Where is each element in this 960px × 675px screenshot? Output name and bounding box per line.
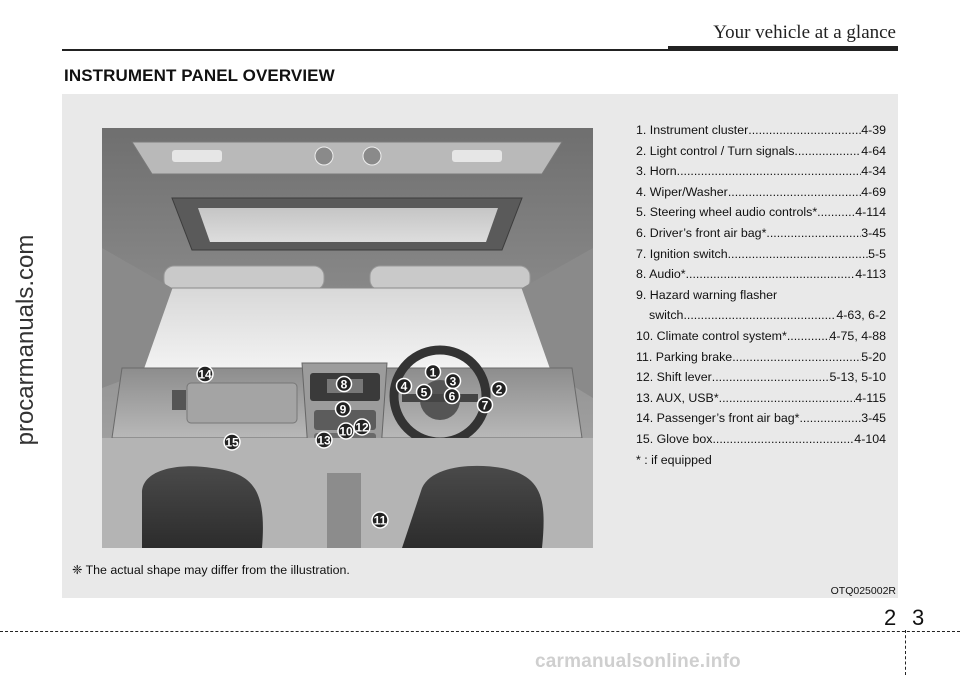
- list-item: 3. Horn ................................…: [636, 164, 886, 179]
- callout-9: 9: [334, 400, 352, 418]
- page-divider: [905, 630, 906, 675]
- list-item: 2. Light control / Turn signals ........…: [636, 143, 886, 158]
- side-vent: [172, 390, 186, 410]
- image-code: OTQ025002R: [830, 585, 896, 597]
- list-item: 10. Climate control system* ............…: [636, 328, 886, 343]
- list-item: 13. AUX, USB* ..........................…: [636, 390, 886, 405]
- svg-text:3: 3: [450, 375, 457, 389]
- car-interior-drawing: 1 2 3 4 5 6 7 8 9 10 11 12 13 14 15: [102, 128, 593, 548]
- footer-rule: [0, 631, 960, 632]
- illustration-note: ❈ The actual shape may differ from the i…: [72, 563, 350, 577]
- svg-text:11: 11: [374, 514, 387, 528]
- footer-watermark: carmanualsonline.info: [535, 651, 741, 672]
- footnote: * : if equipped: [636, 452, 712, 467]
- callout-1: 1: [424, 363, 442, 381]
- list-item: 8. Audio* ..............................…: [636, 267, 886, 282]
- driver-seat: [402, 465, 544, 548]
- dome-light-right: [362, 146, 382, 166]
- glove-box-area: [186, 382, 298, 424]
- callout-12: 12: [353, 418, 371, 436]
- component-list: 1. Instrument cluster...................…: [636, 120, 886, 470]
- sun-visor-left: [163, 265, 325, 291]
- callout-markers: 1 2 3 4 5 6 7 8 9 10 11 12 13 14 15: [196, 363, 508, 529]
- callout-5: 5: [415, 383, 433, 401]
- callout-6: 6: [443, 387, 461, 405]
- list-item: 7. Ignition switch......................…: [636, 246, 886, 261]
- svg-text:5: 5: [421, 386, 428, 400]
- callout-4: 4: [395, 377, 413, 395]
- svg-text:9: 9: [340, 403, 347, 417]
- svg-text:4: 4: [401, 380, 408, 394]
- svg-text:2: 2: [496, 383, 503, 397]
- passenger-seat: [142, 466, 263, 548]
- svg-text:15: 15: [225, 436, 239, 450]
- callout-15: 15: [223, 433, 241, 451]
- callout-8: 8: [335, 375, 353, 393]
- list-item: 1. Instrument cluster...................…: [636, 123, 886, 137]
- callout-2: 2: [490, 380, 508, 398]
- overhead-console: [131, 141, 563, 175]
- svg-text:14: 14: [198, 368, 212, 382]
- instrument-panel-illustration: 1 2 3 4 5 6 7 8 9 10 11 12 13 14 15: [102, 128, 593, 548]
- svg-text:10: 10: [339, 425, 353, 439]
- sunroof-glass: [198, 208, 498, 242]
- header-rule: [62, 49, 898, 51]
- page-number: 3: [912, 605, 925, 630]
- header-rule-accent: [668, 46, 898, 51]
- svg-text:8: 8: [341, 378, 348, 392]
- windshield: [141, 287, 553, 374]
- callout-3: 3: [444, 372, 462, 390]
- list-item: 9. Hazard warning flasher switch .......…: [636, 287, 886, 323]
- a-pillar-right: [522, 248, 593, 398]
- svg-text:1: 1: [430, 366, 437, 380]
- list-item: 4. Wiper/Washer.........................…: [636, 184, 886, 199]
- list-item: 15. Glove box ..........................…: [636, 431, 886, 446]
- list-item: 6. Driver’s front air bag* .............…: [636, 225, 886, 240]
- list-item: 14. Passenger’s front air bag* .........…: [636, 411, 886, 426]
- callout-14: 14: [196, 365, 214, 383]
- a-pillar-left: [102, 248, 172, 388]
- callout-11: 11: [371, 511, 389, 529]
- list-item: 11. Parking brake ......................…: [636, 349, 886, 364]
- svg-text:13: 13: [317, 434, 331, 448]
- svg-text:7: 7: [482, 399, 489, 413]
- center-console: [327, 473, 361, 548]
- callout-10: 10: [337, 422, 355, 440]
- svg-text:6: 6: [449, 390, 456, 404]
- list-item: 12. Shift lever ........................…: [636, 370, 886, 385]
- header-title: Your vehicle at a glance: [713, 22, 896, 43]
- sun-visor-right: [369, 265, 531, 291]
- section-number: 2: [884, 605, 897, 630]
- callout-13: 13: [315, 431, 333, 449]
- callout-7: 7: [476, 396, 494, 414]
- map-lamp-left: [172, 150, 222, 162]
- map-lamp-right: [452, 150, 502, 162]
- list-item: 5. Steering wheel audio controls* ......…: [636, 205, 886, 220]
- svg-text:12: 12: [355, 421, 369, 435]
- side-watermark: procarmanuals.com: [12, 234, 39, 446]
- section-title: INSTRUMENT PANEL OVERVIEW: [64, 66, 335, 85]
- dome-light-left: [314, 146, 334, 166]
- steering-spokes: [402, 394, 478, 402]
